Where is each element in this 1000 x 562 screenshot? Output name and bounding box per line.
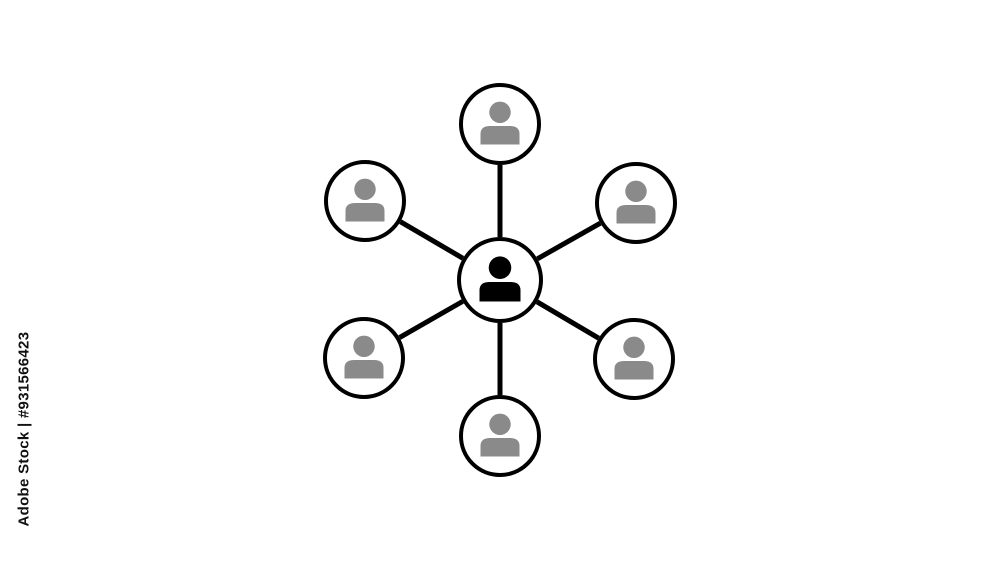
person-icon xyxy=(616,180,656,224)
satellite-node-3 xyxy=(593,318,675,400)
connector-line-6 xyxy=(399,219,465,261)
node-ring xyxy=(323,317,405,399)
network-nodes xyxy=(323,83,677,477)
connector-line-5 xyxy=(398,299,464,340)
satellite-node-1 xyxy=(459,83,541,165)
node-ring xyxy=(459,83,541,165)
node-ring xyxy=(593,318,675,400)
satellite-node-4 xyxy=(459,395,541,477)
hub-ring xyxy=(457,237,543,323)
person-icon xyxy=(480,413,520,457)
person-icon xyxy=(344,335,384,379)
connector-line-3 xyxy=(535,299,600,341)
node-ring xyxy=(459,395,541,477)
node-ring xyxy=(595,162,677,244)
person-icon xyxy=(614,336,654,380)
person-icon xyxy=(345,178,385,222)
node-ring xyxy=(324,160,406,242)
stock-id-text: Adobe Stock | #931566423 xyxy=(15,331,33,527)
satellite-node-6 xyxy=(324,160,406,242)
satellite-node-5 xyxy=(323,317,405,399)
connector-line-2 xyxy=(536,221,602,261)
person-icon xyxy=(480,101,520,145)
satellite-node-2 xyxy=(595,162,677,244)
person-icon xyxy=(479,256,521,302)
connector-lines xyxy=(398,165,602,395)
hub-node xyxy=(457,237,543,323)
